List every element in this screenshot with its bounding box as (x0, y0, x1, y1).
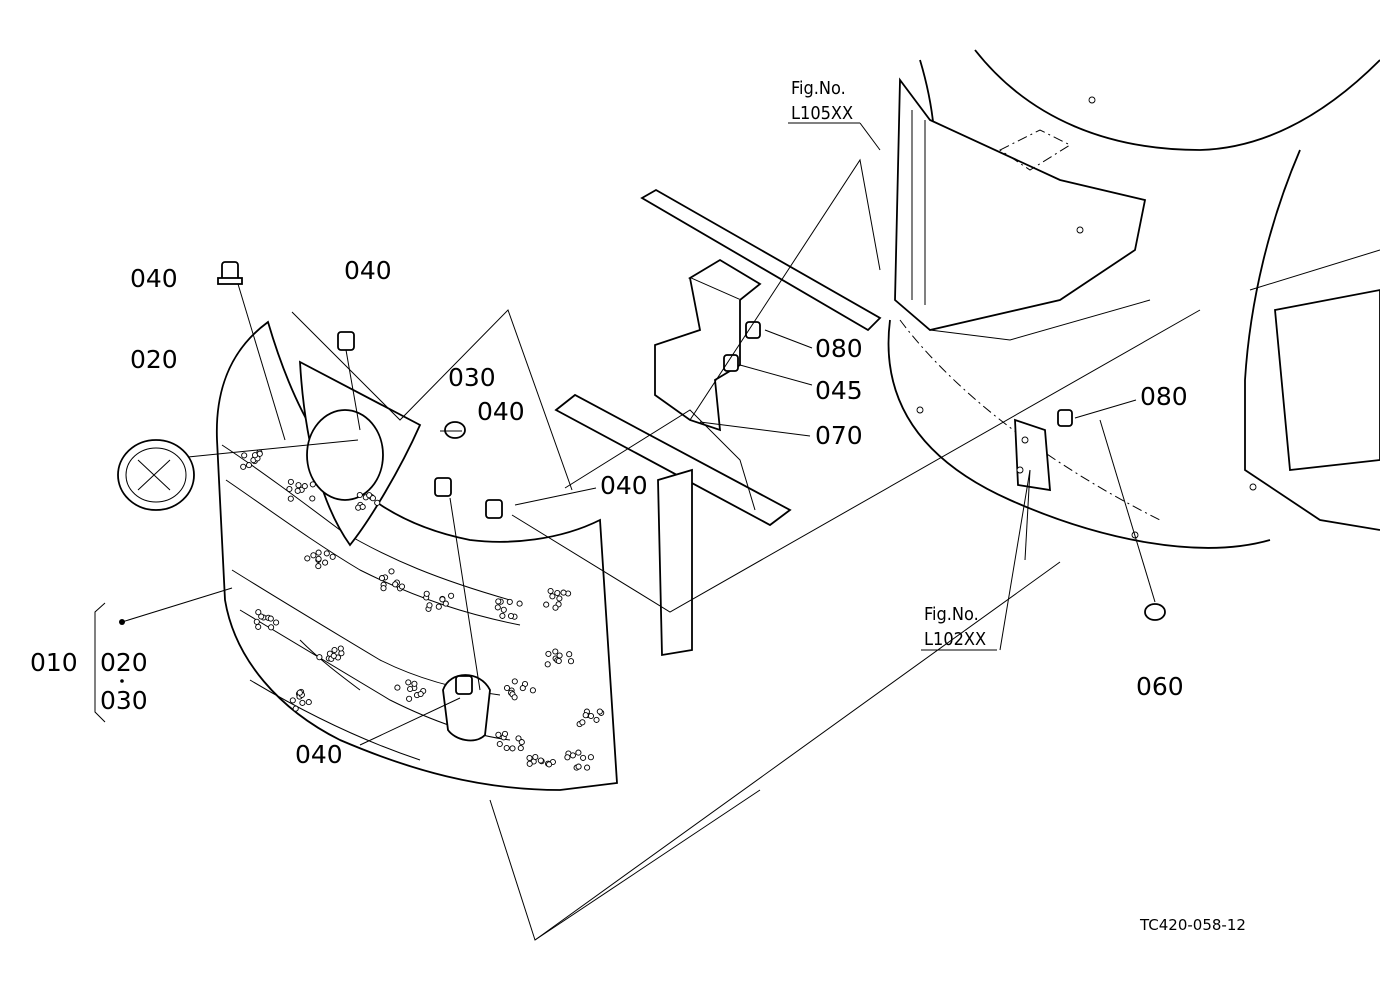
callout-040-center: 040 (477, 397, 525, 426)
fig-ref-top[interactable]: Fig.No. L105XX (788, 78, 860, 124)
lower-stay-bracket (554, 393, 792, 657)
fig-ref-right[interactable]: Fig.No. L102XX (921, 604, 997, 651)
leader-lines (121, 122, 1201, 941)
callout-010: 010 (30, 648, 78, 677)
grille-perforations (240, 449, 605, 771)
fig-ref-top-line2: L105XX (791, 103, 853, 124)
bolt-040-bottom (455, 675, 473, 695)
headlight-lens (117, 439, 195, 511)
assembly-bracket-010 (94, 602, 125, 723)
callout-040-top-left: 040 (130, 264, 178, 293)
bolt-080-right (1057, 409, 1073, 427)
callout-010-sub-030: 030 (100, 686, 148, 715)
callout-020: 020 (130, 345, 178, 374)
callout-040-bottom: 040 (295, 740, 343, 769)
nut-030 (444, 421, 466, 439)
fig-ref-top-line1: Fig.No. (791, 78, 846, 99)
drawing-code: TC420-058-12 (1139, 916, 1246, 934)
callout-045: 045 (815, 376, 863, 405)
fig-ref-right-line2: L102XX (924, 629, 986, 650)
bolt-040-top-left (217, 261, 243, 285)
bolt-040-right (485, 499, 503, 519)
bolt-040-top (337, 331, 355, 351)
tractor-body (887, 49, 1380, 549)
callout-030: 030 (448, 363, 496, 392)
callout-080-upper: 080 (815, 334, 863, 363)
callout-080-right: 080 (1140, 382, 1188, 411)
fig-ref-right-line1: Fig.No. (924, 604, 979, 625)
nut-060 (1144, 603, 1166, 621)
bolt-040-center (434, 477, 452, 497)
callout-010-sub-020: 020 (100, 648, 148, 677)
callout-040-top: 040 (344, 256, 392, 285)
callout-060: 060 (1136, 672, 1184, 701)
callout-070: 070 (815, 421, 863, 450)
bolt-045 (723, 354, 739, 372)
bolt-080-upper (745, 321, 761, 339)
front-grille (215, 320, 618, 791)
callout-040-right: 040 (600, 471, 648, 500)
side-bracket (1014, 418, 1051, 492)
